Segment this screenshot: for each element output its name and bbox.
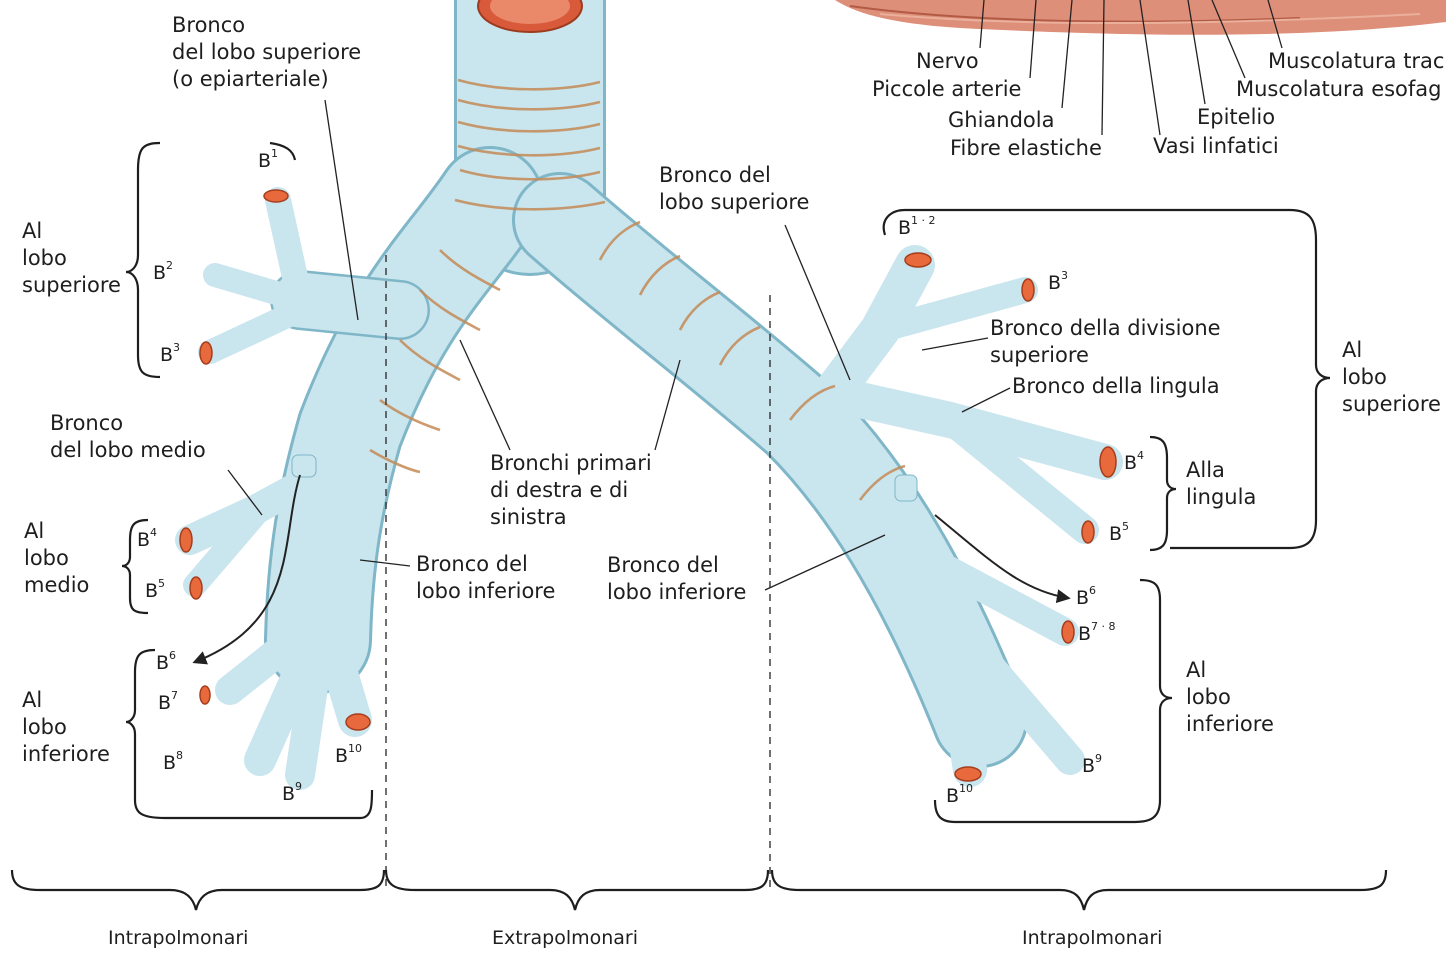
label-vasi-linfatici: Vasi linfatici	[1153, 133, 1279, 160]
label-ghiandola: Ghiandola	[948, 107, 1054, 134]
text-line: superiore	[22, 272, 121, 299]
label-muscolatura-trac: Muscolatura trac	[1268, 48, 1444, 75]
label-bronco-lingula: Bronco della lingula	[1012, 373, 1220, 400]
text-line: lobo	[22, 714, 110, 741]
text-line: Bronco del	[416, 551, 555, 578]
text-line: lobo	[22, 245, 121, 272]
text-line: del lobo superiore	[172, 39, 361, 66]
text-line: lobo superiore	[659, 189, 809, 216]
label-muscolatura-esofag: Muscolatura esofag	[1236, 76, 1442, 103]
segment-label-l-b9: B9	[1082, 755, 1102, 777]
segment-label-r-b8: B8	[163, 752, 183, 774]
segment-label-l-b10: B10	[946, 785, 973, 807]
segment-label-r-b9: B9	[282, 783, 302, 805]
text-line: lobo	[1342, 364, 1441, 391]
segment-label-r-b4: B4	[137, 529, 157, 551]
label-epitelio: Epitelio	[1197, 104, 1275, 131]
text-line: Bronco del	[607, 552, 746, 579]
text-line: Bronco	[172, 12, 361, 39]
text-line: sinistra	[490, 504, 652, 531]
text-line: di destra e di	[490, 477, 652, 504]
text-line: superiore	[990, 342, 1221, 369]
segment-label-r-b1: B1	[258, 150, 278, 172]
segment-label-l-b5: B5	[1109, 523, 1129, 545]
label-fibre-elastiche: Fibre elastiche	[950, 135, 1102, 162]
text-line: superiore	[1342, 391, 1441, 418]
text-line: lobo inferiore	[416, 578, 555, 605]
text-line: inferiore	[1186, 711, 1274, 738]
text-line: lobo	[24, 545, 89, 572]
label-intrapolmonari-left: Intrapolmonari	[108, 925, 248, 952]
text-line: lingula	[1186, 484, 1256, 511]
text-line: Al	[1342, 337, 1441, 364]
text-line: lobo	[1186, 684, 1274, 711]
segment-label-r-b7: B7	[158, 692, 178, 714]
text-line: Al	[24, 518, 89, 545]
label-extrapolmonari: Extrapolmonari	[492, 925, 638, 952]
text-line: Bronco del	[659, 162, 809, 189]
label-piccole-arterie: Piccole arterie	[872, 76, 1021, 103]
text-line: del lobo medio	[50, 437, 206, 464]
segment-label-l-b1-2: B1 · 2	[898, 217, 936, 239]
text-line: inferiore	[22, 741, 110, 768]
text-line: Al	[1186, 657, 1274, 684]
text-line: lobo inferiore	[607, 579, 746, 606]
text-line: Bronco	[50, 410, 206, 437]
text-line: (o epiarteriale)	[172, 66, 361, 93]
text-line: Bronco della lingula	[1012, 373, 1220, 400]
label-nervo: Nervo	[916, 48, 979, 75]
text-line: Alla	[1186, 457, 1256, 484]
text-line: Bronco della divisione	[990, 315, 1221, 342]
text-line: Bronco della lingula	[1012, 373, 1220, 400]
text-line: medio	[24, 572, 89, 599]
segment-label-l-b6: B6	[1076, 587, 1096, 609]
segment-label-l-b7-8: B7 · 8	[1078, 623, 1116, 645]
bottom-braces	[12, 870, 1386, 910]
segment-label-r-b2: B2	[153, 262, 173, 284]
segment-label-l-b3: B3	[1048, 272, 1068, 294]
text-line: Al	[22, 218, 121, 245]
segment-label-r-b6: B6	[156, 652, 176, 674]
segment-label-r-b5: B5	[145, 580, 165, 602]
segment-label-r-b10: B10	[335, 745, 362, 767]
text-line: Al	[22, 687, 110, 714]
segment-label-r-b3: B3	[160, 344, 180, 366]
right-bronchial-tree	[180, 190, 490, 775]
label-intrapolmonari-right: Intrapolmonari	[1022, 925, 1162, 952]
text-line: Bronchi primari	[490, 450, 652, 477]
segment-label-l-b4: B4	[1124, 452, 1144, 474]
